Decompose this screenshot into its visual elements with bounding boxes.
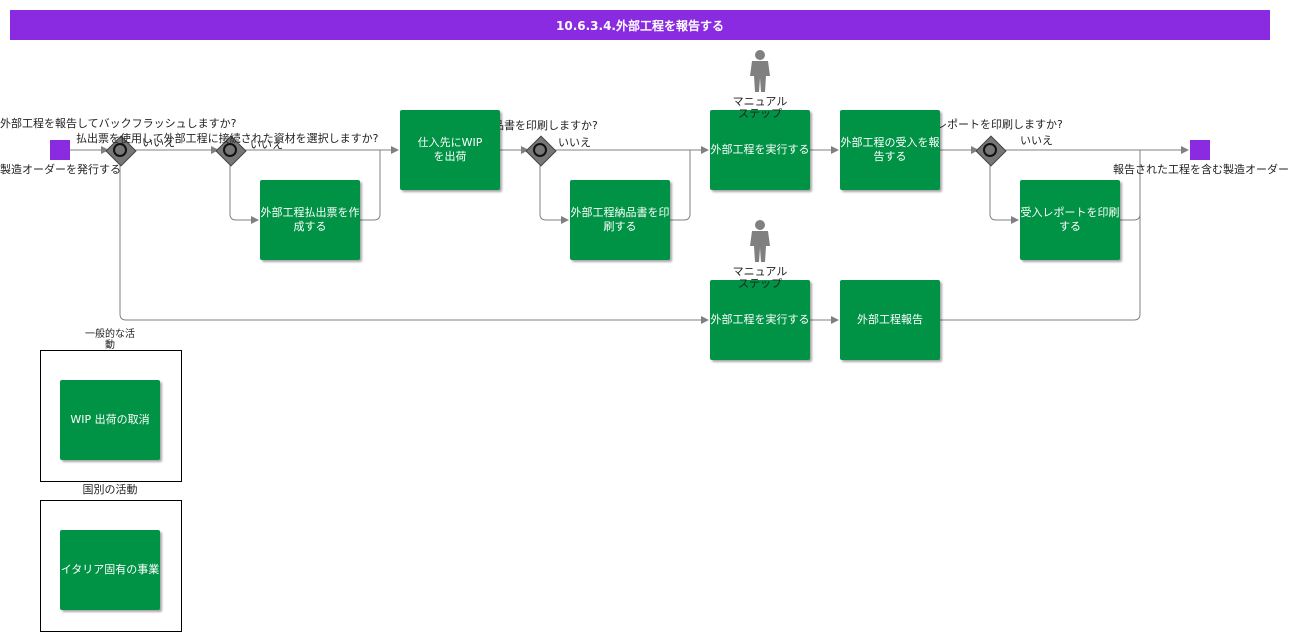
group-general: [40, 350, 182, 482]
task-report-receipt[interactable]: 外部工程の受入を報告する: [840, 110, 940, 190]
task-label: 外部工程納品書を印刷する: [570, 206, 670, 233]
flow-reportext-merge: [940, 150, 1141, 321]
gateway-3-question: 納品書を印刷しますか?: [482, 119, 598, 132]
task-label: イタリア固有の事業: [60, 563, 160, 576]
task-label: 外部工程報告: [857, 313, 923, 326]
manual-step-label: マニュアル ステップ: [732, 95, 788, 120]
flow-g3-print: [539, 160, 569, 224]
page-title: 10.6.3.4.外部工程を報告する: [10, 10, 1270, 40]
end-event-label: 報告された工程を含む製造オーダー: [1113, 163, 1289, 176]
start-event-label: 製造オーダーを発行する: [0, 163, 121, 176]
task-label: WIP 出荷の取消: [70, 413, 150, 426]
gateway-ring: [533, 143, 547, 157]
group-country: [40, 500, 182, 632]
person-icon: [750, 220, 770, 262]
manual-step-label: マニュアル ステップ: [732, 265, 788, 290]
task-label: 受入レポートを印刷する: [1020, 206, 1120, 233]
gateway-4-question: 受入レポートを印刷しますか?: [914, 118, 1063, 131]
gateway-1-question: 外部工程を報告してバックフラッシュしますか?: [0, 117, 237, 130]
task-run-external-bottom[interactable]: 外部工程を実行する: [710, 280, 810, 360]
task-report-external[interactable]: 外部工程報告: [840, 280, 940, 360]
gateway-4-no: いいえ: [1020, 134, 1053, 147]
gateway-1-no: いいえ: [142, 136, 175, 149]
flow-picklist-ship: [360, 150, 381, 221]
task-run-external-top[interactable]: 外部工程を実行する: [710, 110, 810, 190]
task-label: 外部工程を実行する: [710, 143, 810, 156]
gateway-ring: [983, 143, 997, 157]
task-italy-specific[interactable]: イタリア固有の事業: [60, 530, 160, 610]
group-country-title: 国別の活動: [82, 483, 138, 496]
task-ship-wip[interactable]: 仕入先にWIP を出荷: [400, 110, 500, 190]
gateway-ring: [113, 143, 127, 157]
end-event-icon[interactable]: [1190, 140, 1210, 160]
task-print-receipt[interactable]: 受入レポートを印刷する: [1020, 180, 1120, 260]
flow-g1-bottom: [119, 160, 709, 324]
person-icon: [750, 50, 770, 92]
flow-print-merge: [1120, 150, 1141, 221]
task-label: 仕入先にWIP を出荷: [417, 136, 483, 163]
gateway-2-no: いいえ: [250, 138, 283, 151]
flow-g4-print: [989, 160, 1019, 224]
task-label: 外部工程払出票を作成する: [260, 206, 360, 233]
gateway-3-no: いいえ: [558, 136, 591, 149]
task-label: 外部工程を実行する: [710, 313, 810, 326]
gateway-ring: [223, 143, 237, 157]
group-general-title: 一般的な活 動: [85, 329, 135, 351]
flow-print-run: [670, 150, 691, 221]
flow-g2-picklist: [229, 160, 259, 224]
task-cancel-wip[interactable]: WIP 出荷の取消: [60, 380, 160, 460]
task-label: 外部工程の受入を報告する: [840, 136, 940, 163]
task-print-delivery[interactable]: 外部工程納品書を印刷する: [570, 180, 670, 260]
start-event-icon[interactable]: [50, 140, 70, 160]
gateway-2-question: 払出票を使用して外部工程に接続された資材を選択しますか?: [76, 132, 379, 145]
task-create-picklist[interactable]: 外部工程払出票を作成する: [260, 180, 360, 260]
